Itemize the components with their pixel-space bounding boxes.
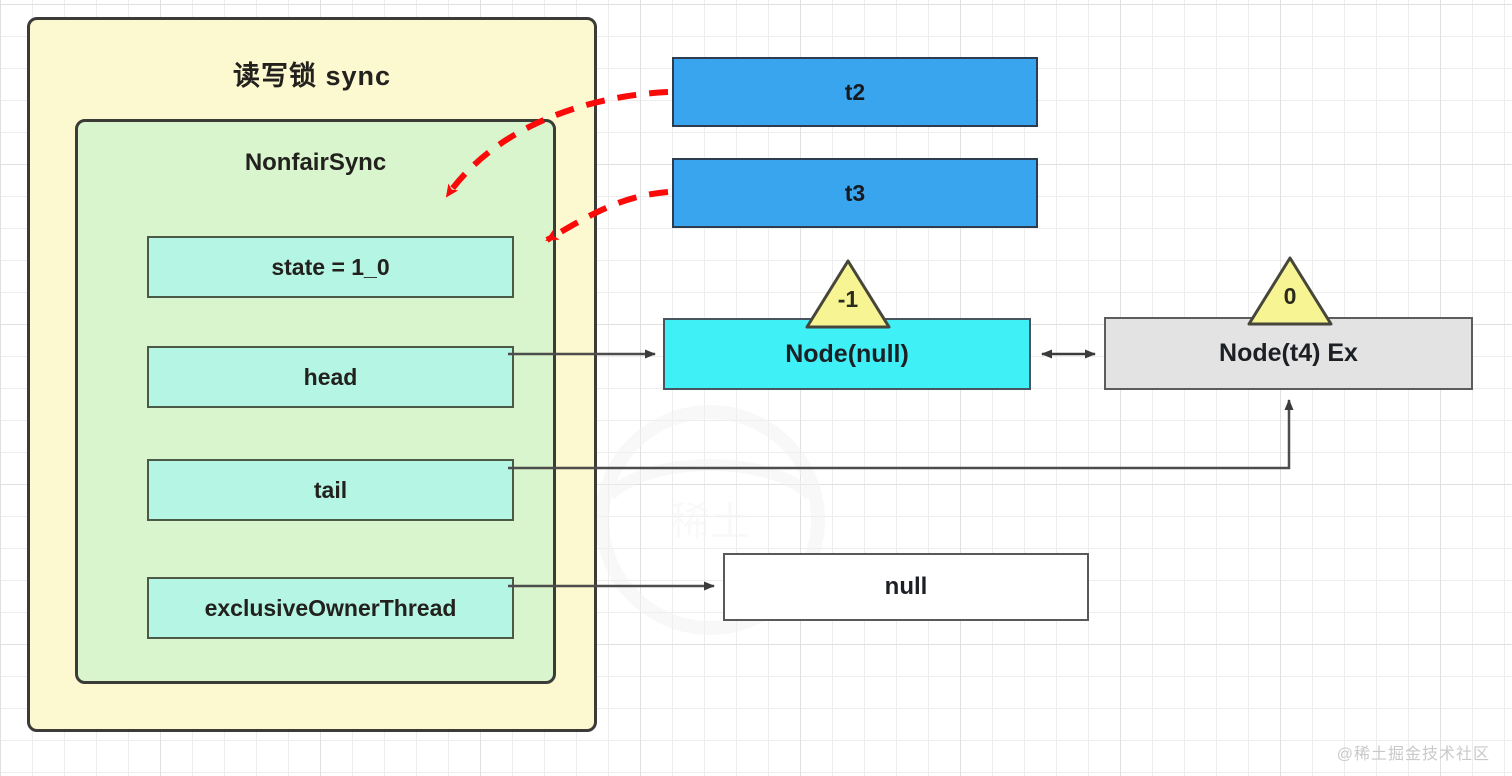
field-exclusive-owner-thread-label: exclusiveOwnerThread <box>204 594 457 621</box>
wait-status-triangle-t4: 0 <box>1246 255 1334 327</box>
svg-text:稀土: 稀土 <box>670 500 750 544</box>
field-head-label: head <box>303 363 358 390</box>
connector-tail-to-node-t4 <box>508 399 1294 470</box>
thread-box-t3-label: t3 <box>844 179 866 206</box>
field-tail[interactable]: tail <box>147 459 514 521</box>
queue-node-head-label: Node(null) <box>785 339 909 368</box>
thread-box-t2-label: t2 <box>844 78 866 105</box>
queue-node-t4[interactable]: Node(t4) Ex <box>1104 317 1473 390</box>
wait-status-triangle-head: -1 <box>804 258 892 330</box>
field-state-label: state = 1_0 <box>271 253 390 280</box>
owner-null-box[interactable]: null <box>723 553 1089 621</box>
sync-container-title: 读写锁 sync <box>232 61 392 91</box>
field-state[interactable]: state = 1_0 <box>147 236 514 298</box>
thread-box-t3[interactable]: t3 <box>672 158 1038 228</box>
wait-status-value-head: -1 <box>837 286 859 312</box>
field-exclusive-owner-thread[interactable]: exclusiveOwnerThread <box>147 577 514 639</box>
field-head[interactable]: head <box>147 346 514 408</box>
sync-container: 读写锁 sync NonfairSync state = 1_0 head ta… <box>27 17 597 732</box>
queue-node-t4-label: Node(t4) Ex <box>1219 339 1358 367</box>
corner-watermark: @稀土掘金技术社区 <box>1336 746 1490 763</box>
owner-null-label: null <box>884 573 928 600</box>
field-tail-label: tail <box>313 476 348 503</box>
wait-status-value-t4: 0 <box>1283 283 1297 309</box>
thread-box-t2[interactable]: t2 <box>672 57 1038 127</box>
nonfairsync-title: NonfairSync <box>244 149 387 176</box>
nonfairsync-container: NonfairSync state = 1_0 head tail exclus… <box>75 119 556 684</box>
